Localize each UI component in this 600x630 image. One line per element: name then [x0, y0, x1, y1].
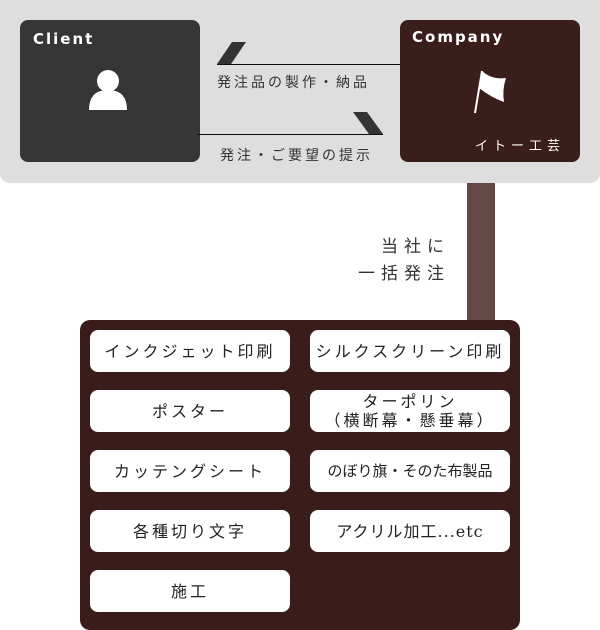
- company-box: Company イトー工芸: [400, 20, 580, 162]
- service-item: のぼり旗・そのた布製品: [310, 450, 510, 492]
- arrow-label-to-client: 発注品の製作・納品: [217, 75, 370, 91]
- arrow-label-to-company: 発注・ご要望の提示: [220, 148, 373, 164]
- service-item: シルクスクリーン印刷: [310, 330, 510, 372]
- relationship-panel: Client Company イトー工芸 発注品の製作・納品 発注・ご要望の提示: [0, 0, 600, 183]
- note-line-1: 当社に: [381, 237, 450, 257]
- service-item: アクリル加工...etc: [310, 510, 510, 552]
- client-box: Client: [20, 20, 200, 162]
- service-item: カッテングシート: [90, 450, 290, 492]
- company-title: Company: [412, 28, 505, 46]
- client-title: Client: [33, 30, 95, 48]
- service-item: インクジェット印刷: [90, 330, 290, 372]
- arrow-to-client: [197, 42, 400, 135]
- bulk-order-note: 当社に 一括発注: [358, 234, 450, 288]
- services-group: インクジェット印刷 シルクスクリーン印刷 ポスター ターポリン （横断幕・懸垂幕…: [80, 320, 520, 630]
- flag-icon: [474, 70, 506, 114]
- service-item: ターポリン （横断幕・懸垂幕）: [310, 390, 510, 432]
- note-line-2: 一括発注: [358, 264, 450, 284]
- service-item: 施工: [90, 570, 290, 612]
- connector-bar: [467, 183, 495, 323]
- person-icon: [89, 70, 127, 110]
- service-item: ポスター: [90, 390, 290, 432]
- company-name: イトー工芸: [474, 139, 565, 154]
- service-item: 各種切り文字: [90, 510, 290, 552]
